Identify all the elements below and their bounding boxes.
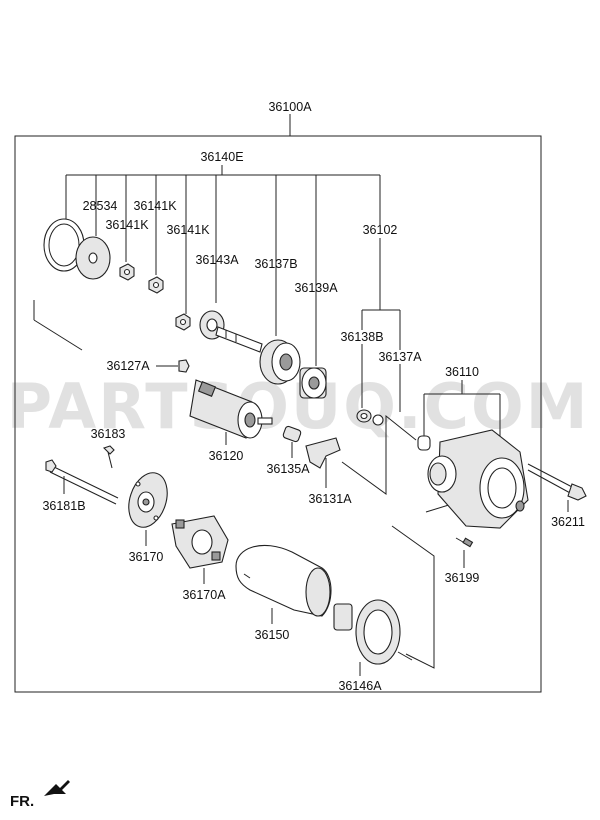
label-36211[interactable]: 36211 [551, 515, 585, 529]
screw-36127A[interactable] [156, 359, 190, 373]
o-ring-28534[interactable] [43, 218, 85, 272]
lever-36135A[interactable] [282, 425, 302, 443]
label-36139A[interactable]: 36139A [294, 281, 338, 295]
bracket-36140E [65, 165, 381, 366]
label-36138B[interactable]: 36138B [340, 330, 383, 344]
thrust-washer[interactable] [75, 236, 111, 280]
plate-36131A[interactable] [305, 437, 341, 469]
pinion-gear-36139A[interactable] [299, 367, 327, 399]
reference-line-left [33, 319, 83, 351]
label-36150[interactable]: 36150 [255, 628, 290, 642]
through-bolt-36181B[interactable] [45, 459, 119, 505]
bracket-36110 [423, 380, 501, 442]
stop-ring-36138B[interactable] [356, 409, 372, 423]
label-36141K-c[interactable]: 36141K [166, 223, 210, 237]
nut-36141K-a[interactable] [119, 263, 135, 281]
yoke-assembly-36150[interactable] [235, 544, 332, 617]
label-36127A[interactable]: 36127A [106, 359, 150, 373]
label-36131A[interactable]: 36131A [308, 492, 352, 506]
label-36181B[interactable]: 36181B [42, 499, 85, 513]
nut-36141K-c[interactable] [175, 313, 191, 331]
armature-36146A[interactable] [333, 599, 413, 665]
label-36146A[interactable]: 36146A [338, 679, 382, 693]
front-arrow-icon [44, 780, 70, 796]
label-36110[interactable]: 36110 [445, 365, 479, 379]
screw-36183[interactable] [102, 445, 115, 469]
label-36183[interactable]: 36183 [91, 427, 126, 441]
label-36199[interactable]: 36199 [445, 571, 480, 585]
pin-36199[interactable] [455, 537, 474, 548]
label-36140E[interactable]: 36140E [200, 150, 243, 164]
label-36100A[interactable]: 36100A [268, 100, 312, 114]
label-36141K-a[interactable]: 36141K [133, 199, 177, 213]
label-36137A[interactable]: 36137A [378, 350, 422, 364]
reference-line-center [341, 414, 417, 495]
front-direction-label: FR. [10, 793, 34, 810]
label-28534[interactable]: 28534 [83, 199, 118, 213]
label-36102[interactable]: 36102 [363, 223, 398, 237]
label-36170A[interactable]: 36170A [182, 588, 226, 602]
front-housing-36110[interactable] [417, 429, 529, 529]
label-36170[interactable]: 36170 [129, 550, 164, 564]
rear-end-frame-36170[interactable] [122, 468, 174, 532]
label-36141K-b[interactable]: 36141K [105, 218, 149, 232]
assembly-frame [14, 135, 542, 693]
snap-ring-36137A[interactable] [372, 414, 384, 426]
bolt-36211[interactable] [527, 463, 587, 501]
label-36137B[interactable]: 36137B [254, 257, 297, 271]
planetary-gear-36137B[interactable] [259, 339, 301, 385]
solenoid-36120[interactable] [189, 379, 273, 439]
reference-line-right [391, 525, 435, 669]
bracket-36102 [361, 238, 401, 412]
label-36143A[interactable]: 36143A [195, 253, 239, 267]
brush-holder-36170A[interactable] [171, 515, 229, 569]
nut-36141K-b[interactable] [148, 276, 164, 294]
label-36135A[interactable]: 36135A [266, 462, 310, 476]
armature-shaft-36143A[interactable] [199, 310, 263, 353]
label-36120[interactable]: 36120 [209, 449, 244, 463]
